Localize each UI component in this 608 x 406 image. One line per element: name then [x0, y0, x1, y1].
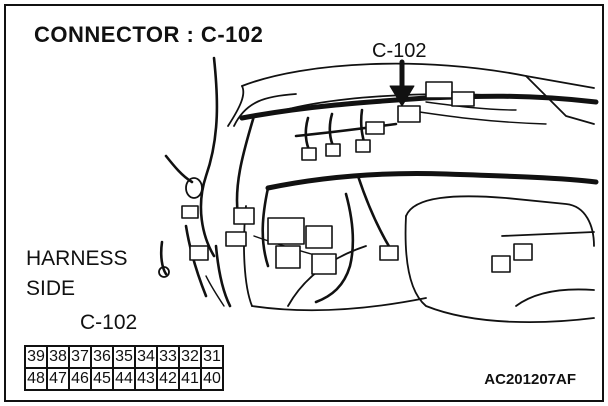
pin-cell: 47 — [46, 367, 70, 391]
pin-cell: 34 — [134, 345, 158, 369]
pinout-row-bottom: 48 47 46 45 44 43 42 41 40 — [24, 367, 224, 391]
diagram-frame: CONNECTOR : C-102 — [4, 4, 604, 402]
pin-cell: 39 — [24, 345, 48, 369]
connector-pinout-grid: 39 38 37 36 35 34 33 32 31 48 47 46 45 4… — [24, 345, 224, 391]
pin-cell: 43 — [134, 367, 158, 391]
pin-cell: 44 — [112, 367, 136, 391]
pin-cell: 31 — [200, 345, 224, 369]
pin-cell: 38 — [46, 345, 70, 369]
pin-cell: 36 — [90, 345, 114, 369]
harness-side-line2: SIDE — [26, 277, 76, 300]
c102-callout-label: C-102 — [372, 40, 427, 62]
pin-cell: 37 — [68, 345, 92, 369]
connector-pinout-label: C-102 — [80, 311, 138, 334]
pin-cell: 42 — [156, 367, 180, 391]
pin-cell: 46 — [68, 367, 92, 391]
harness-side-label: HARNESS SIDE — [26, 244, 128, 304]
diagram-title: CONNECTOR : C-102 — [34, 22, 264, 47]
glove-box-outline — [404, 195, 595, 323]
wiring-harness-illustration — [158, 56, 599, 323]
grommet — [158, 177, 203, 278]
harness-connectors — [181, 81, 533, 275]
pin-cell: 33 — [156, 345, 180, 369]
pin-cell: 45 — [90, 367, 114, 391]
pin-cell: 41 — [178, 367, 202, 391]
pinout-row-top: 39 38 37 36 35 34 33 32 31 — [24, 345, 224, 369]
pin-cell: 48 — [24, 367, 48, 391]
c102-pointer-arrow — [389, 59, 415, 107]
harness-branches — [159, 56, 398, 308]
harness-side-line1: HARNESS — [26, 247, 128, 270]
pin-cell: 35 — [112, 345, 136, 369]
reference-code: AC201207AF — [484, 371, 576, 388]
pin-cell: 40 — [200, 367, 224, 391]
pin-cell: 32 — [178, 345, 202, 369]
